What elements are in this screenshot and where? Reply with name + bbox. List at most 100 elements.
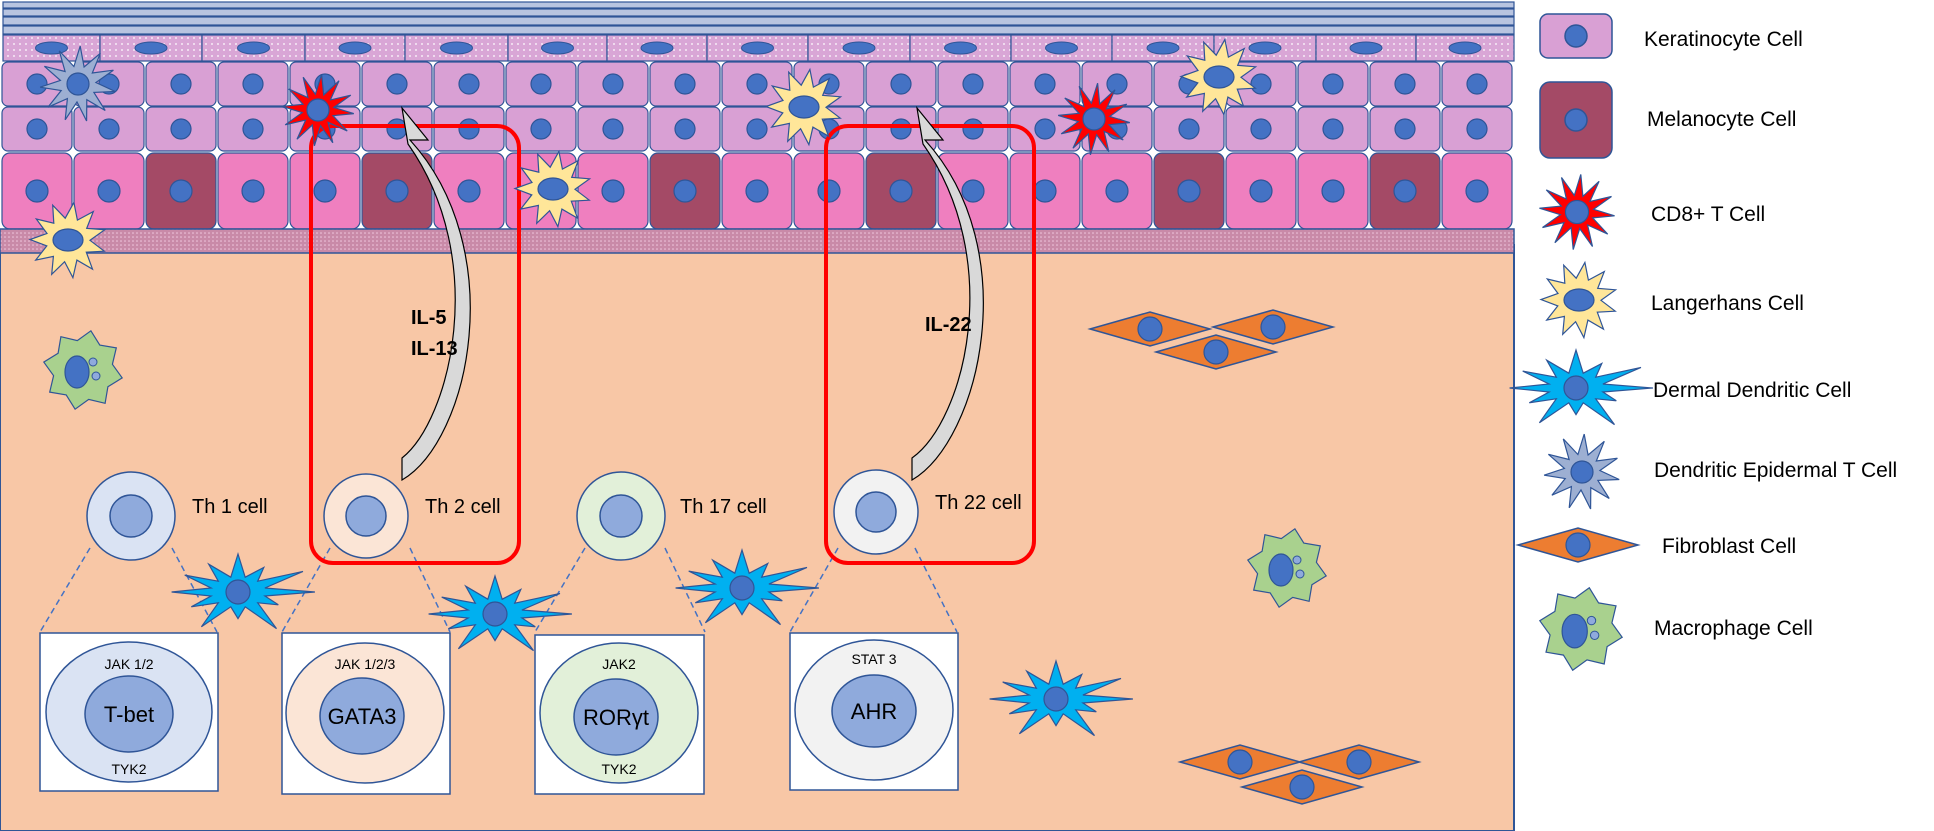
granular-layer (2, 34, 1515, 62)
basal-layer (1, 152, 1513, 230)
granular-cell (201, 34, 306, 62)
granular-cell (1111, 34, 1215, 62)
th1-box-bottom: TYK2 (111, 761, 146, 777)
keratinocyte-cell (1441, 106, 1513, 152)
fibroblast-cell (1515, 527, 1641, 563)
melanocyte-cell (649, 152, 721, 230)
basal-keratinocyte-cell (73, 152, 145, 230)
basal-keratinocyte-cell (793, 152, 865, 230)
legend-langerhans-label: Langerhans Cell (1651, 292, 1804, 315)
fibroblast-cell (1087, 311, 1213, 347)
il5-il13-arrow (401, 105, 471, 482)
keratinocyte-cell (1441, 61, 1513, 107)
th1-box (39, 632, 219, 792)
granular-cell (606, 34, 708, 62)
legend-detc-label: Dendritic Epidermal T Cell (1654, 459, 1897, 482)
keratinocyte-cell (721, 61, 793, 107)
scattered-cells (28, 37, 1422, 805)
stratum-corneum (2, 1, 1515, 35)
dermal-dendritic-cell (1509, 347, 1653, 426)
th22-label: Th 22 cell (935, 492, 1022, 514)
langerhans-cell (28, 200, 107, 280)
dendritic-epidermal-t-cell (39, 45, 116, 122)
melanocyte-cell (865, 152, 937, 230)
cytokine-il22: IL-22 (925, 314, 972, 336)
th22-box-top: STAT 3 (851, 651, 896, 667)
melanocyte-cell (145, 152, 217, 230)
th17-label: Th 17 cell (680, 496, 767, 518)
th17-box (534, 634, 705, 795)
cytokine-il5: IL-5 (411, 307, 447, 329)
cd8-t-cell (1058, 83, 1130, 155)
macrophage-cell (1538, 586, 1624, 672)
th2-cell (323, 473, 409, 559)
keratinocyte-cell (1225, 106, 1297, 152)
keratinocyte-cell (361, 61, 433, 107)
th22-box-center: AHR (851, 699, 897, 724)
melanocyte-cell (361, 152, 433, 230)
keratinocyte-cell (937, 61, 1009, 107)
cytokine-il13: IL-13 (411, 338, 458, 360)
th17-box-top: JAK2 (602, 656, 636, 672)
fibroblast-cell (1296, 744, 1422, 780)
granular-cell (2, 34, 101, 62)
keratinocyte-cell (505, 61, 577, 107)
keratinocyte-cell (217, 61, 289, 107)
th1-label: Th 1 cell (192, 496, 268, 518)
legend-melanocyte-label: Melanocyte Cell (1647, 108, 1796, 131)
keratinocyte-cell (433, 61, 505, 107)
basal-keratinocyte-cell (721, 152, 793, 230)
langerhans-cell (764, 67, 843, 147)
basal-keratinocyte-cell (289, 152, 361, 230)
dendritic-epidermal-t-cell (1543, 433, 1620, 510)
fibroblast-cell (1210, 309, 1336, 345)
keratinocyte-cell (1297, 106, 1369, 152)
legend-macrophage-label: Macrophage Cell (1654, 617, 1813, 640)
fibroblast-cell (1153, 334, 1279, 370)
keratinocyte-cell (865, 61, 937, 107)
basal-keratinocyte-cell (1441, 152, 1513, 230)
keratinocyte-cell (145, 61, 217, 107)
th1-cell (86, 471, 176, 561)
basal-keratinocyte-cell (1081, 152, 1153, 230)
th17-box-center: RORγt (583, 705, 649, 730)
keratinocyte-cell (361, 106, 433, 152)
macrophage-cell (1246, 527, 1328, 609)
cd8-t-cell (1539, 174, 1615, 250)
keratinocyte-cell (937, 106, 1009, 152)
fibroblast-cell (1239, 769, 1365, 805)
keratinocyte-cell (1009, 106, 1081, 152)
dermal-dendritic-cell (171, 551, 315, 630)
keratinocyte-cell (577, 106, 649, 152)
granular-cell (706, 34, 809, 62)
th22-cell (833, 469, 919, 555)
granular-cell (1010, 34, 1113, 62)
th1-box-center: T-bet (104, 702, 154, 727)
dermis (0, 244, 1515, 831)
basal-keratinocyte-cell (1225, 152, 1297, 230)
langerhans-cell (1179, 37, 1258, 117)
keratinocyte-cell (1297, 61, 1369, 107)
keratinocyte-cell (217, 106, 289, 152)
keratinocyte-cell (505, 106, 577, 152)
keratinocyte-cell (649, 61, 721, 107)
th2-box-top: JAK 1/2/3 (335, 656, 396, 672)
granular-cell (1315, 34, 1417, 62)
melanocyte-cell (1153, 152, 1225, 230)
keratinocyte-cell (1153, 106, 1225, 152)
th17-cell (576, 471, 666, 561)
keratinocyte-cell (73, 106, 145, 152)
melanocyte-cell (1369, 152, 1441, 230)
keratinocyte-cell (1, 106, 73, 152)
keratinocyte-cell (1369, 61, 1441, 107)
basal-keratinocyte-cell (577, 152, 649, 230)
granular-cell (507, 34, 608, 62)
keratinocyte-cell (577, 61, 649, 107)
dermal-dendritic-cell (989, 658, 1133, 737)
granular-cell (404, 34, 509, 62)
legend-fibroblast-label: Fibroblast Cell (1662, 535, 1796, 558)
legend-dermal-dc-label: Dermal Dendritic Cell (1653, 379, 1851, 402)
langerhans-cell (1539, 260, 1618, 340)
keratinocyte-cell (1369, 106, 1441, 152)
keratinocyte-cell (433, 106, 505, 152)
